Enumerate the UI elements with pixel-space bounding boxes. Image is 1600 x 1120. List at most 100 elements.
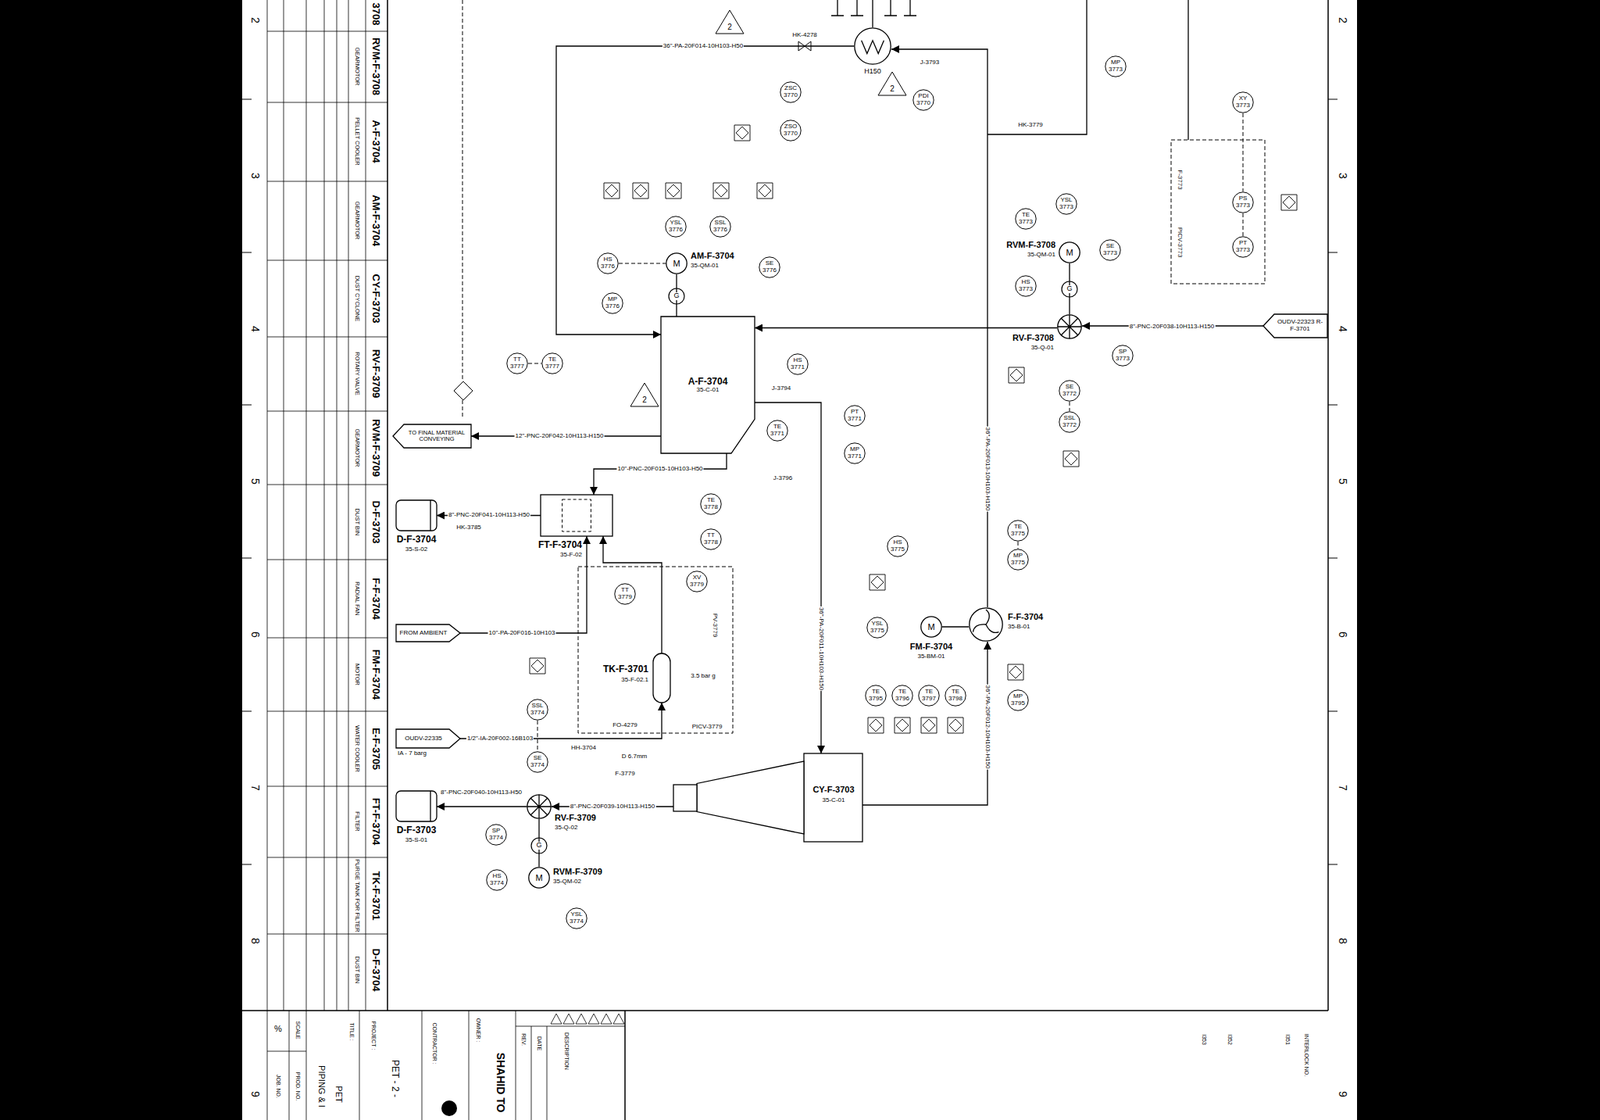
drawing-label: MOTOR — [353, 662, 361, 686]
bubble-outline — [686, 571, 708, 592]
cyclone-outline — [673, 784, 697, 811]
node-text: FM-F-3704 — [910, 641, 953, 651]
label-anchor: G — [535, 841, 543, 850]
drawing-label: DUST BIN — [353, 507, 361, 537]
instrument-tag: TE 3798 — [946, 688, 965, 703]
bubble-outline — [700, 493, 722, 515]
label-anchor: D-F-3703 — [370, 500, 382, 545]
text-anchor: D-F-3703 — [396, 825, 437, 836]
bubble-outline — [1105, 56, 1126, 77]
node-text: FT-F-3704 — [538, 539, 583, 550]
instrument-tag: PS 3773 — [1234, 195, 1252, 210]
text-anchor: F-F-3704 — [1007, 611, 1043, 622]
instrument-bubble: HS 3776 — [596, 252, 619, 275]
instrument-tag: MP 3775 — [1009, 552, 1027, 567]
label-anchor: I353 — [1200, 1032, 1208, 1046]
drawing-label: DATE — [535, 1035, 543, 1051]
node-text: 35-F-02 — [560, 551, 583, 559]
instrument-tag: HS 3771 — [789, 357, 807, 372]
instrument-tag: TE 3795 — [867, 688, 885, 703]
drawing-label: % — [273, 1023, 283, 1033]
node-text: FROM AMBIENT — [400, 629, 448, 637]
bin-symbol — [396, 790, 437, 822]
label-anchor: E-F-3705 — [370, 726, 382, 771]
node-text-area: HS 3774 — [488, 870, 506, 890]
bubble-outline — [1059, 411, 1080, 433]
label-anchor: 4 — [1335, 325, 1348, 333]
bubble-outline — [1059, 380, 1080, 401]
dust-bin: D-F-370435-S-02 — [396, 500, 437, 531]
rotary-valve: RV-F-370835-Q-01 — [1057, 314, 1083, 340]
drawing-label: I353 — [1200, 1032, 1208, 1046]
node-text: D-F-3703 — [396, 825, 437, 836]
label-anchor: GEARMOTOR — [353, 200, 361, 240]
node-text-area: SP 3773 — [1114, 346, 1132, 365]
node-text: M — [1065, 247, 1073, 258]
drawing-label: INTERLOCK NO. — [1303, 1032, 1310, 1077]
instrument-bubble: YSL 3774 — [565, 907, 588, 929]
instrument-tag: SSL 3776 — [711, 219, 729, 234]
bubble-outline — [844, 405, 865, 426]
drawing-label: E-F-3705 — [370, 726, 382, 771]
drawing-label: A-F-3704 — [370, 119, 382, 165]
line-number-anchor: 36"-PA-20F013-10H103-H150 — [984, 426, 992, 512]
drawing-label: HK-3785 — [455, 524, 483, 532]
drawing-label: 5 — [248, 477, 261, 486]
node-text-area: SE 3776 — [760, 257, 779, 277]
motor: MFM-F-370435-BM-01 — [920, 615, 943, 638]
valve-symbol — [1057, 314, 1083, 340]
filter-bag — [562, 499, 592, 532]
instrument-bubble: TT 3779 — [614, 582, 636, 605]
bubble-outline — [527, 699, 548, 720]
bubble-outline — [1056, 193, 1077, 215]
node-text: RVM-F-3709 — [553, 866, 603, 876]
instrument-tag: SE 3776 — [760, 260, 779, 275]
hx-outline — [854, 28, 891, 65]
filter-outline — [540, 494, 613, 536]
instrument-tag: MP 3771 — [846, 446, 864, 461]
instrument-bubble: HS 3771 — [786, 353, 809, 375]
bubble-outline — [1007, 520, 1029, 541]
instrument-bubble: TE 3798 — [944, 684, 967, 707]
drawing-label: PET - 2 - — [389, 1058, 400, 1098]
bubble-outline — [665, 216, 686, 237]
instrument-tag: XV 3779 — [688, 574, 706, 589]
label-anchor: J-3793 — [919, 59, 940, 67]
label-anchor: PROD. NO. — [294, 1071, 301, 1102]
process-piping — [831, 0, 1189, 140]
instrument-bubble: HS 3773 — [1014, 275, 1037, 297]
bubble-outline — [1100, 239, 1121, 261]
drawing-label: 9 — [248, 1089, 261, 1098]
label-anchor: I351 — [1284, 1032, 1291, 1046]
bin-symbol — [396, 500, 437, 531]
drawing-label: ROTARY VALVE — [353, 350, 361, 397]
line-number-anchor: 8"-PNC-20F041-10H113-H50 — [447, 511, 531, 519]
label-anchor: PET - 2 - — [389, 1058, 400, 1098]
node-text: 35-B-01 — [1007, 623, 1030, 631]
instrument-tag: TE 3775 — [1009, 523, 1027, 538]
bubble-outline — [1232, 236, 1254, 258]
label-anchor: INTERLOCK NO. — [1303, 1032, 1310, 1077]
off-page-connector: FROM AMBIENT — [396, 624, 461, 642]
fan-symbol — [968, 607, 1004, 642]
text-anchor: 35-BM-01 — [917, 653, 945, 661]
drawing-label: 3.5 bar g — [689, 672, 717, 680]
drawing-label: J-3796 — [772, 475, 793, 483]
instrument-bubble: TE 3773 — [1014, 207, 1037, 230]
off-r-outline — [396, 624, 461, 642]
node-text-area: SSL 3774 — [528, 700, 547, 719]
motor-outline — [528, 867, 550, 888]
instrument-bubble: TT 3778 — [700, 528, 722, 550]
drawing-label: 3708 — [370, 2, 382, 27]
instrument-tag: TT 3777 — [508, 356, 526, 371]
label-anchor: G — [1065, 285, 1073, 293]
line-number: 36"-PA-20F013-10H103-H150 — [984, 426, 992, 512]
drawing-label: 3 — [1335, 171, 1348, 180]
line-number-anchor: 8"-PNC-20F040-10H113-H50 — [439, 789, 523, 797]
drawing-label: TK-F-3701 — [370, 870, 382, 922]
label-anchor: F-3773 — [1176, 168, 1184, 190]
bubble-outline — [486, 869, 508, 890]
drawing-label: FILTER — [353, 810, 361, 832]
node-text: 35-S-02 — [405, 546, 428, 554]
instrument-tag: XY 3773 — [1234, 95, 1252, 110]
